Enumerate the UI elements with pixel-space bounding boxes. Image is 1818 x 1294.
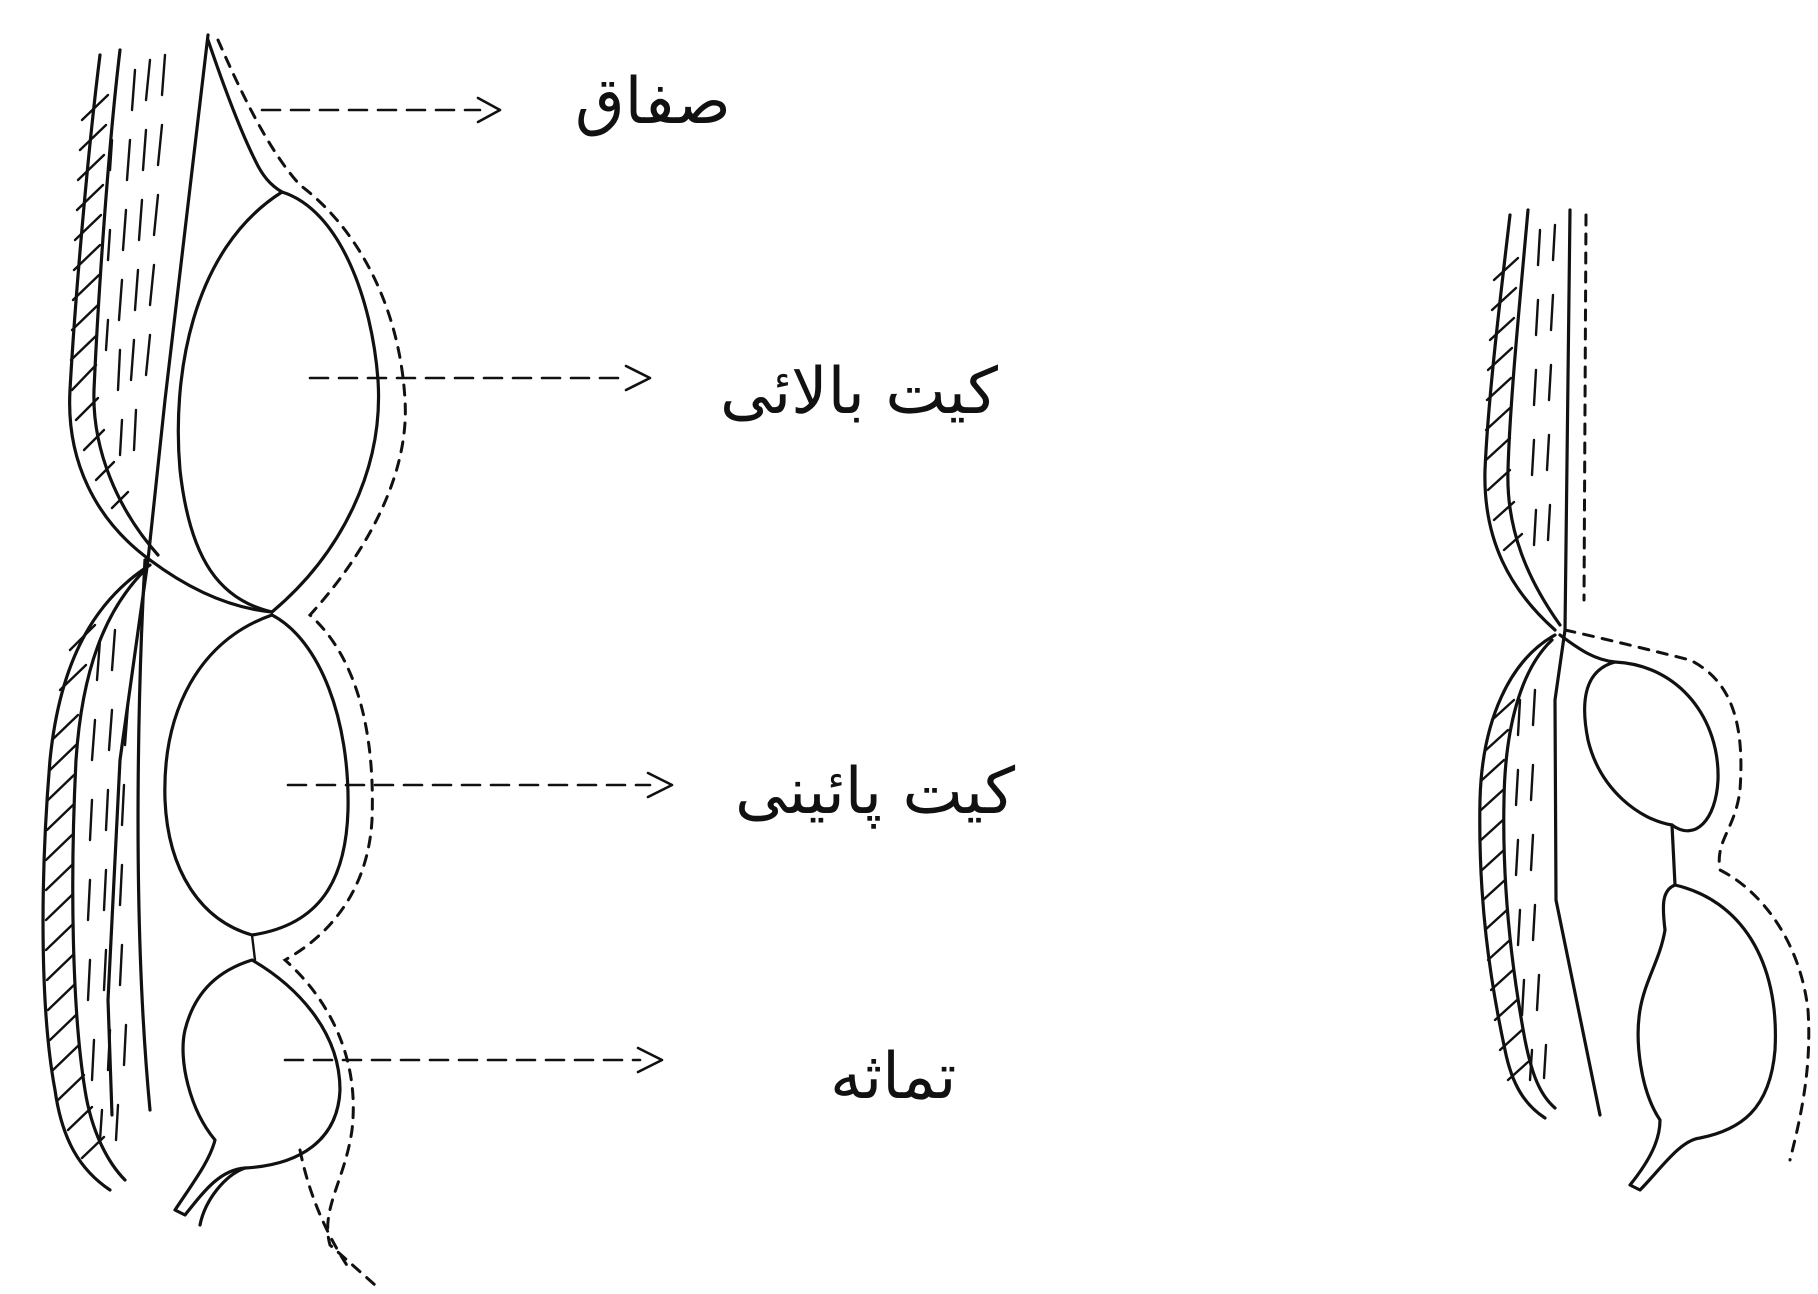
label-upper-sac: کیت بالائی — [720, 355, 998, 429]
lower-sac-tail — [198, 1166, 247, 1227]
right-upper-hatch-lines — [1484, 256, 1524, 552]
arrow-bladder — [283, 1046, 664, 1074]
right-upper-dash-marks — [1530, 223, 1557, 547]
left-lower-hatched-inner — [71, 568, 147, 1182]
right-dashed-right-edge — [1582, 213, 1588, 602]
upper-sac-neck — [148, 558, 274, 614]
lower-sac — [173, 958, 342, 1217]
right-dashed-envelope — [1563, 628, 1811, 1162]
label-lower-sac: کیت پائینی — [735, 755, 1016, 829]
left-upper-hatched-band — [68, 53, 152, 562]
arrow-upper-sac — [308, 364, 652, 392]
left-upper-dash-marks — [104, 53, 167, 457]
right-lower-hatched-inner — [1502, 638, 1557, 1110]
left-dashed-envelope-inner — [298, 1148, 352, 1272]
peritoneum-fold — [206, 38, 284, 194]
right-upper-hatched-inner — [1506, 208, 1562, 627]
upper-sac — [176, 190, 381, 614]
label-bladder: تماثه — [830, 1040, 957, 1114]
middle-sac — [163, 613, 350, 937]
left-upper-hatch-lines — [69, 93, 130, 510]
right-upper-hatched-band — [1483, 213, 1557, 632]
left-figure — [41, 33, 674, 1287]
left-lower-dash-marks — [86, 628, 130, 1142]
right-figure — [1478, 208, 1811, 1192]
left-main-wall-line — [106, 33, 210, 1117]
label-peritoneum: صفاق — [575, 65, 731, 139]
right-sac-neck — [1670, 823, 1677, 887]
left-dashed-envelope — [216, 38, 407, 1287]
right-lower-hatched-band — [1478, 633, 1557, 1120]
left-lower-hatch-lines — [44, 623, 106, 1160]
arrow-peritoneum — [260, 96, 502, 124]
right-upper-sac — [1558, 633, 1720, 833]
right-lower-sac — [1628, 883, 1778, 1192]
sac-connector — [250, 933, 257, 962]
left-main-wall-line-2 — [136, 558, 152, 1112]
right-lower-dash-marks — [1514, 688, 1548, 1082]
right-lower-hatch-lines — [1479, 698, 1530, 1082]
right-main-wall-line — [1553, 208, 1602, 1117]
arrow-lower-sac — [286, 771, 674, 799]
